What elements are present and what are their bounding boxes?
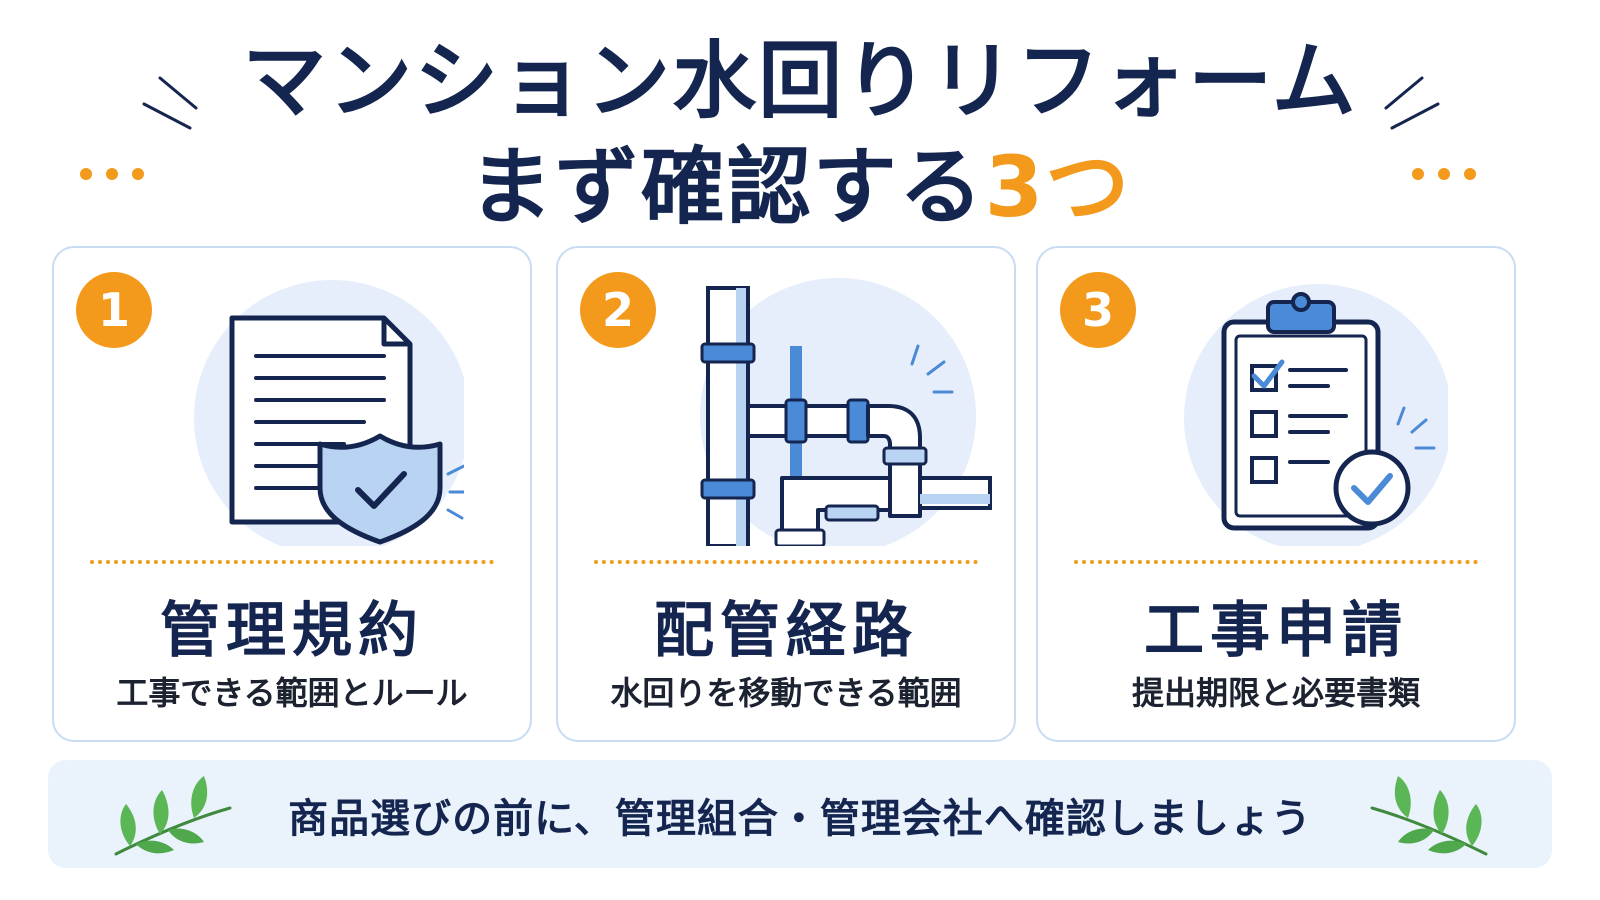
leaf-branch-icon <box>1370 776 1488 856</box>
card-1-divider <box>90 560 494 564</box>
title-line-2: まず確認する3つ <box>0 134 1600 240</box>
burst-lines-left-icon <box>142 76 198 130</box>
leaf-branch-icon <box>114 776 232 856</box>
dots-right-icon <box>1412 168 1476 180</box>
card-2-title: 配管経路 <box>654 596 918 666</box>
card-3-subtitle: 提出期限と必要書類 <box>1131 674 1420 712</box>
document-shield-icon <box>194 280 464 546</box>
title-line-1: マンション水回りリフォーム <box>242 32 1358 130</box>
card-3-divider <box>1074 560 1478 564</box>
card-3: 3 工事申請 提出期限と必要書類 <box>1036 246 1516 742</box>
card-1: 1 管理規約 工事できる範囲とルール <box>52 246 532 742</box>
title-line-2-accent: 3つ <box>984 138 1132 236</box>
card-1-number-badge: 1 <box>76 272 152 348</box>
clipboard-checklist-icon <box>1184 284 1448 546</box>
card-2-divider <box>594 560 978 564</box>
card-2-number-badge: 2 <box>580 272 656 348</box>
cards-row: 1 管理規約 工事できる範囲とルール <box>52 246 1548 746</box>
dots-left-icon <box>80 168 144 180</box>
card-3-number-badge: 3 <box>1060 272 1136 348</box>
title-line-2-prefix: まず確認する <box>468 138 985 236</box>
card-2-subtitle: 水回りを移動できる範囲 <box>610 674 962 712</box>
pipes-icon <box>700 278 992 546</box>
burst-lines-right-icon <box>1384 76 1440 130</box>
footer-text: 商品選びの前に、管理組合・管理会社へ確認しましょう <box>288 796 1312 842</box>
card-1-subtitle: 工事できる範囲とルール <box>116 674 468 712</box>
card-1-title: 管理規約 <box>160 596 424 666</box>
footer-banner: 商品選びの前に、管理組合・管理会社へ確認しましょう <box>48 760 1552 868</box>
card-3-title: 工事申請 <box>1144 596 1408 666</box>
page-title: マンション水回りリフォーム まず確認する3つ <box>0 28 1600 240</box>
card-2: 2 <box>556 246 1016 742</box>
